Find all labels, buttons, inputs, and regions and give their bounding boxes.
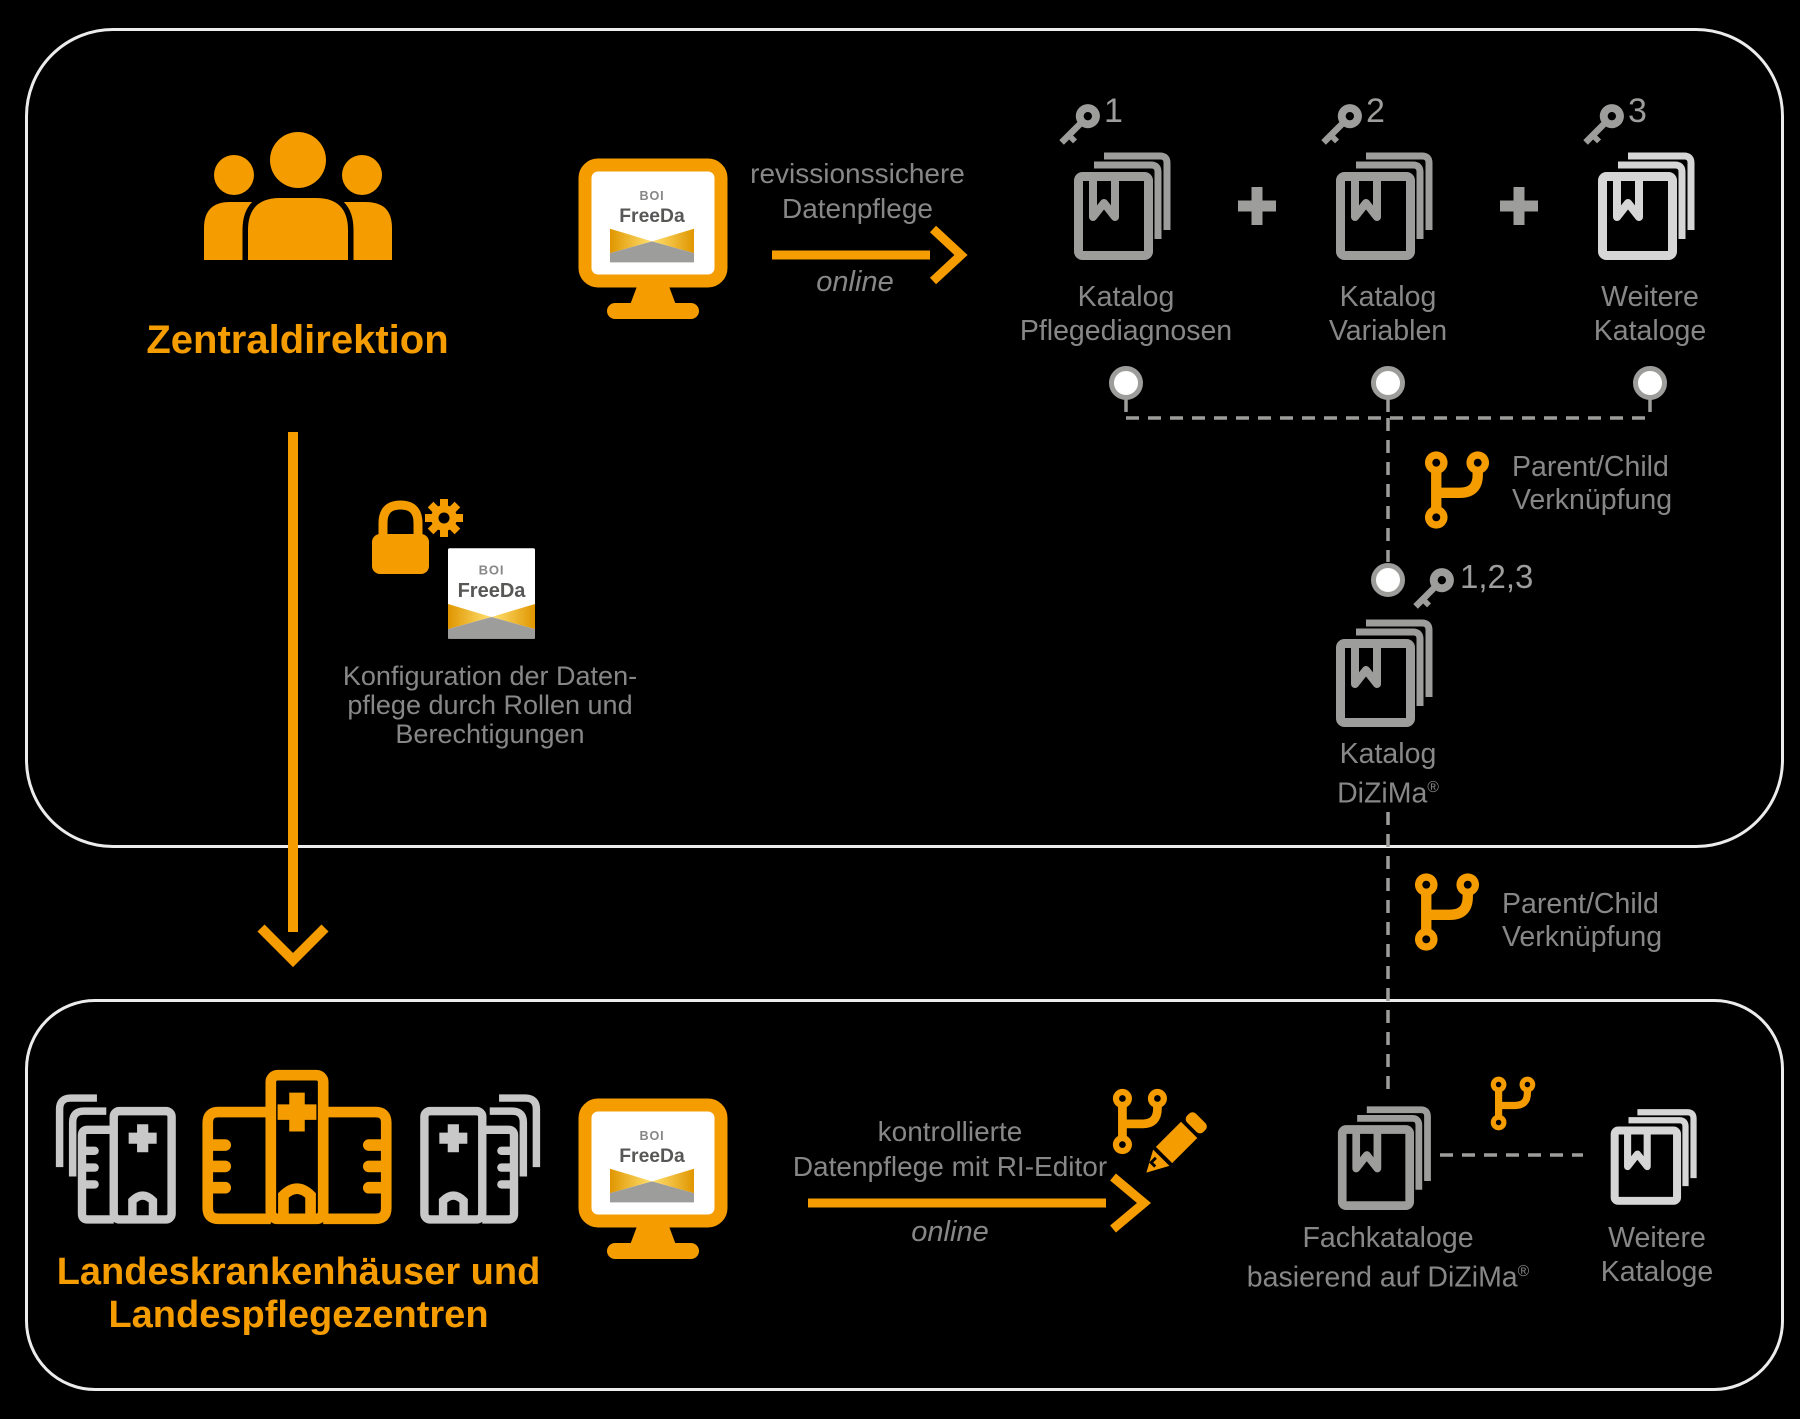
konfiguration-line2: pflege durch Rollen und bbox=[347, 690, 633, 720]
catalog-icon bbox=[1595, 148, 1705, 260]
flow1-line1: revissionssichere bbox=[750, 158, 965, 189]
monitor-icon: BOI FreeDa bbox=[578, 158, 728, 319]
hospitals-title-line1: Landeskrankenhäuser und bbox=[56, 1251, 541, 1293]
key-icon bbox=[1052, 100, 1104, 152]
hospital-icon-right bbox=[420, 1094, 541, 1224]
logo-line1: BOI bbox=[479, 562, 505, 577]
hospital-icon-left bbox=[55, 1094, 176, 1224]
catalog-group-weitere: 3 Weitere Kataloge bbox=[1520, 92, 1780, 352]
zentraldirektion-title: Zentraldirektion bbox=[146, 318, 449, 362]
connector-dots bbox=[1109, 366, 1667, 597]
registered-mark: ® bbox=[1427, 779, 1439, 796]
catalog-group-variablen: 2 Katalog Variablen bbox=[1258, 92, 1518, 352]
catalog-group-pflegediagnosen: 1 Katalog Pflegediagnosen bbox=[996, 92, 1256, 352]
catalog-icon-weitere bbox=[1608, 1104, 1706, 1206]
flow2-online-label: online bbox=[911, 1216, 989, 1248]
connector-dot-icon bbox=[1371, 563, 1405, 597]
boi-freeda-logo: BOI FreeDa bbox=[610, 175, 694, 263]
key-icon bbox=[1314, 100, 1366, 152]
parent-child-line2: Verknüpfung bbox=[1512, 484, 1673, 516]
registered-mark: ® bbox=[1517, 1263, 1530, 1280]
konfiguration-line3: Berechtigungen bbox=[395, 719, 585, 749]
logo-line1: BOI bbox=[640, 1129, 665, 1143]
key-number: 1,2,3 bbox=[1460, 558, 1534, 595]
catalog-icon-dizima bbox=[1333, 615, 1443, 727]
flow2-label: kontrollierte Datenpflege mit RI-Editor bbox=[770, 1114, 1130, 1184]
catalog-label-line2: Kataloge bbox=[1593, 315, 1707, 347]
boi-freeda-logo: BOI FreeDa bbox=[448, 548, 535, 639]
catalog-label-line1: Katalog bbox=[1339, 281, 1437, 313]
catalog-label-line1: Katalog bbox=[1077, 281, 1175, 313]
logo-line2: FreeDa bbox=[458, 580, 527, 602]
bottom-box bbox=[25, 999, 1784, 1391]
weitere-line1: Weitere bbox=[1608, 1222, 1706, 1254]
logo-line2: FreeDa bbox=[619, 206, 685, 227]
git-branch-icon bbox=[1424, 450, 1490, 530]
catalog-icon-fachkataloge bbox=[1335, 1102, 1441, 1210]
flow2-line1: kontrollierte bbox=[877, 1116, 1023, 1147]
parent-child-line1: Parent/Child bbox=[1512, 451, 1669, 483]
konfiguration-label: Konfiguration der Daten- pflege durch Ro… bbox=[288, 662, 692, 749]
pencil-icon bbox=[1146, 1112, 1207, 1173]
flow1-line2: Datenpflege bbox=[781, 193, 933, 224]
catalog-label-line1: Weitere bbox=[1601, 281, 1699, 313]
key-icon bbox=[1406, 564, 1458, 616]
connector-dot-icon bbox=[1371, 366, 1405, 400]
down-arrow-head-icon bbox=[257, 924, 329, 968]
parent-child-line2: Verknüpfung bbox=[1502, 921, 1663, 953]
flow1-arrow-head-icon bbox=[929, 225, 968, 285]
hospitals-title-line2: Landespflegezentren bbox=[108, 1294, 489, 1336]
fachkataloge-line1: Fachkataloge bbox=[1302, 1222, 1474, 1254]
lock-gear-icon bbox=[372, 499, 463, 574]
branch-pencil-icon bbox=[1112, 1086, 1207, 1173]
hospital-icon-center bbox=[202, 1069, 392, 1225]
down-arrow bbox=[257, 432, 329, 968]
catalog-label-line2: Variablen bbox=[1328, 315, 1448, 347]
monitor-icon: BOI FreeDa bbox=[578, 1098, 728, 1259]
connector-dot-icon bbox=[1109, 366, 1143, 400]
dashed-links bbox=[1124, 399, 1652, 1157]
key-number: 2 bbox=[1366, 92, 1385, 130]
flow1-online-label: online bbox=[816, 266, 894, 298]
git-branch-icon bbox=[1490, 1076, 1536, 1131]
fachkataloge-label: Fachkataloge basierend auf DiZiMa® bbox=[1238, 1221, 1538, 1295]
parent-child-line1: Parent/Child bbox=[1502, 888, 1659, 920]
flow2-line2: Datenpflege mit RI-Editor bbox=[792, 1151, 1108, 1182]
catalog-icon bbox=[1071, 148, 1181, 260]
logo-line2: FreeDa bbox=[619, 1146, 685, 1167]
dizima-label-line1: Katalog bbox=[1339, 738, 1437, 770]
konfiguration-line1: Konfiguration der Daten- bbox=[342, 661, 638, 691]
parent-child-label: Parent/Child Verknüpfung bbox=[1502, 888, 1762, 954]
flow1-label: revissionssichere Datenpflege bbox=[705, 156, 1010, 226]
catalog-icon bbox=[1333, 148, 1443, 260]
flow2-arrow-head-icon bbox=[1110, 1173, 1152, 1233]
weitere-line2: Kataloge bbox=[1600, 1256, 1714, 1288]
gear-icon bbox=[425, 499, 463, 537]
top-box bbox=[25, 28, 1784, 848]
dizima-label-line2: DiZiMa® bbox=[1337, 777, 1439, 810]
flow2-arrow bbox=[808, 1173, 1152, 1233]
people-group-icon bbox=[204, 126, 392, 266]
key-number: 3 bbox=[1628, 92, 1647, 130]
weitere-kataloge-label: Weitere Kataloge bbox=[1562, 1221, 1752, 1289]
boi-freeda-logo: BOI FreeDa bbox=[610, 1115, 694, 1203]
flow1-arrow bbox=[772, 225, 968, 285]
hospitals-title: Landeskrankenhäuser und Landespflegezent… bbox=[26, 1251, 571, 1337]
key-icon bbox=[1576, 100, 1628, 152]
git-branch-icon bbox=[1414, 872, 1480, 952]
parent-child-label: Parent/Child Verknüpfung bbox=[1512, 451, 1772, 517]
key-number: 1 bbox=[1104, 92, 1123, 130]
fachkataloge-line2: basierend auf DiZiMa® bbox=[1246, 1261, 1530, 1294]
logo-line1: BOI bbox=[640, 189, 665, 203]
connector-dot-icon bbox=[1633, 366, 1667, 400]
catalog-label-line2: Pflegediagnosen bbox=[1019, 315, 1233, 347]
